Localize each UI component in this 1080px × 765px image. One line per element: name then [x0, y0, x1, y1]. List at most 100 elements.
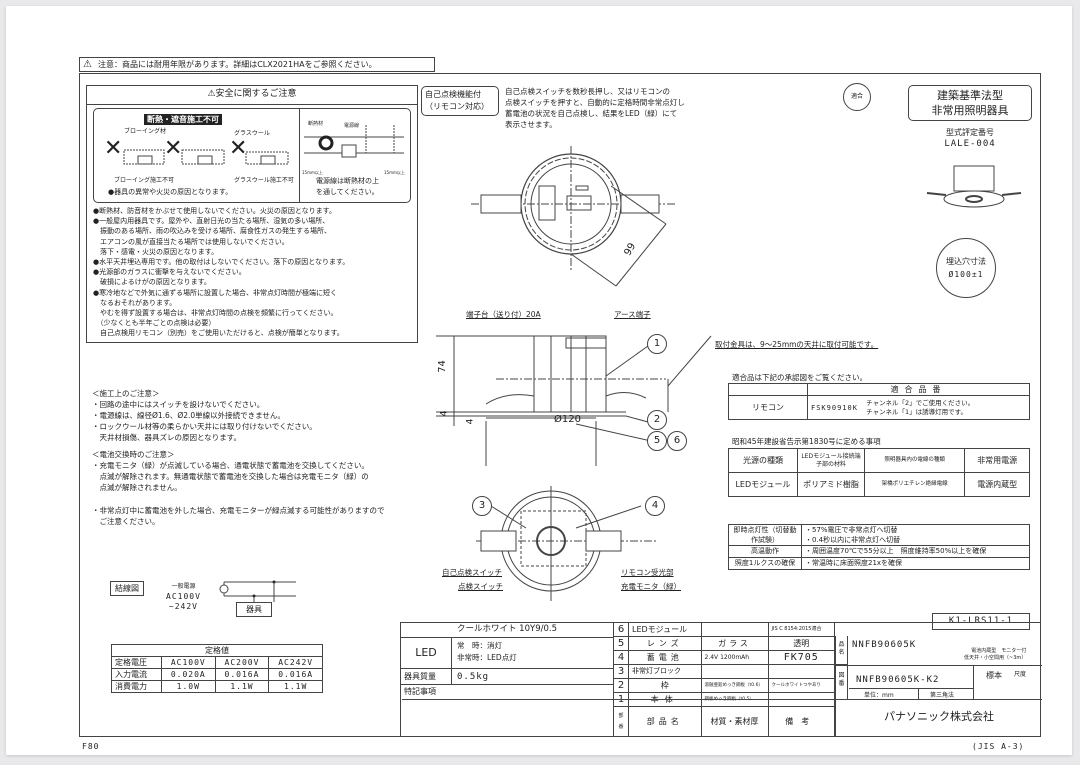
part-no: 6 [613, 622, 629, 637]
wiring-label: 結線図 [110, 581, 144, 596]
ratings-label: 入力電流 [111, 668, 162, 681]
safety-bullet: なるおそれがあります。 [93, 298, 177, 307]
battery-note: ご注意ください。 [92, 517, 160, 526]
regulation-header: LEDモジュール接続端子部の材料 [797, 448, 865, 473]
mount-note: 取付金具は、9～25mmの天井に取付可能です。 [715, 340, 879, 349]
callout-2: 2 [647, 410, 667, 430]
title-block: クールホワイト 10Y9/0.5 LED 常 時：消灯 非常時：LED点灯 器具… [400, 622, 1042, 737]
self-check-desc-line: 点検スイッチを押すと、自動的に定格時間非常点灯し [505, 98, 685, 107]
self-check-badge-line: 自己点検機能付 [425, 90, 481, 99]
part-material [700, 664, 769, 679]
dim-4: 4 [439, 410, 450, 417]
part-name: 非常灯ブロック [628, 664, 702, 679]
safety-bullet: やむを得ず設置する場合は、非常点灯時間の点検を頻繁に行ってください。 [93, 309, 338, 318]
cable-note-line: 電源線は断熱材の上 [316, 177, 379, 185]
led-behavior: 常 時：消灯 非常時：LED点灯 [457, 641, 517, 662]
ratings-value: AC242V [268, 656, 323, 669]
regulation-value: 電源内蔵型 [964, 472, 1030, 497]
dim-label: 15mm以上 [384, 170, 405, 175]
parts-header: 部品名 [628, 706, 702, 737]
blowing-caption: ブローイング施工不可 [114, 177, 175, 184]
compatible-header: 適合品番 [807, 383, 1030, 396]
wiring-fixture-box: 器具 [236, 602, 272, 617]
durability-notice: ⚠ 注意：商品には耐用年限があります。詳細はCLX2021HAをご参照ください。 [79, 57, 435, 72]
parts-header: 材質・素材厚 [700, 706, 769, 737]
construction-note: ・ロックウール材等の柔らかい天井には取り付けないでください。 [92, 422, 317, 431]
name-label: 品名 [836, 636, 848, 665]
part-material [700, 622, 769, 637]
safety-bullet: ●光源部のガラスに衝撃を与えないでください。 [93, 268, 246, 277]
cable-routing-illustration [304, 125, 404, 158]
part-material: ガラス [700, 636, 769, 651]
callout-5: 5 [647, 431, 667, 451]
self-check-desc-line: 蓄電池の状況を自己点検し、結果をLED（緑）にて [505, 109, 678, 118]
compatible-model: FSK90910K [811, 403, 858, 412]
ratings-value: 1.1W [214, 680, 270, 693]
regulation-value: ポリアミド樹脂 [797, 472, 865, 497]
weight-label: 器具質量 [404, 672, 436, 681]
self-check-description: 自己点検スイッチを数秒長押し、又はリモコンの 点検スイッチを押すと、自動的に定格… [505, 86, 685, 130]
battery-note: ・充電モニタ（緑）が点滅している場合、通電状態で蓄電池を交換してください。 [92, 461, 369, 470]
part-name: 枠 [628, 678, 702, 693]
side-view-drawing [436, 335, 712, 466]
drawing-frame [79, 73, 1041, 737]
ratings-value: 1.0W [160, 680, 216, 693]
parts-header: 備考 [767, 706, 836, 737]
product-number: NNFB90605K [852, 640, 917, 650]
construction-notes: ＜施工上のご注意＞ ・回路の途中にはスイッチを設けないでください。 ・電源線は、… [92, 388, 385, 527]
ratings-table: 定格値 定格電圧 AC100V AC200V AC242V 入力電流 0.020… [111, 644, 323, 693]
compatible-note: 適合品は下記の承認図をご覧ください。 [732, 373, 867, 382]
compatible-name: リモコン [728, 395, 808, 420]
safety-bullet: 落下・感電・火災の原因となります。 [93, 247, 219, 256]
drawing-sheet: ⚠ 注意：商品には耐用年限があります。詳細はCLX2021HAをご参照ください。… [6, 6, 1072, 755]
finish-color: クールホワイト 10Y9/0.5 [401, 623, 613, 638]
prohibited-x-icon: ✕ [229, 136, 248, 161]
footer-left: F80 [82, 742, 100, 751]
insulation-warning-box: 断熱・遮音施工不可 ブローイング材 グラスウール ✕ ✕ ✕ ブローイング施工不… [93, 108, 411, 203]
regulation-title: 昭和45年建設省告示第1830号に定める事項 [732, 437, 881, 446]
regulation-header: 照明器具内の電線の種類 [863, 448, 966, 473]
ratings-title: 定格値 [111, 644, 323, 657]
safety-bullet: 振動のある場所、雨の吹込みを受ける場所、腐食性ガスの発生する場所、 [93, 227, 331, 236]
part-note: JIS C 8154:2015適合 [767, 622, 836, 637]
compatible-remark: チャンネル「2」でご使用ください。 チャンネル「1」は誘導灯用です。 [866, 398, 975, 416]
certification-mark-icon: 適合 [843, 83, 871, 111]
ratings-label: 消費電力 [111, 680, 162, 693]
regulation-header: 非常用電源 [964, 448, 1030, 473]
terminal-label: 端子台（送り付）20A [466, 310, 541, 319]
prohibited-x-icon: ✕ [104, 136, 123, 161]
safety-title: ⚠安全に関するご注意 [87, 88, 417, 105]
cutout-dimension: 埋込穴寸法 Ø100±1 [936, 238, 996, 298]
safety-bullets: ●断熱材、防音材をかぶせて使用しないでください。火災の原因となります。 ●一般屋… [93, 206, 349, 339]
ratings-value: 0.020A [160, 668, 216, 681]
dim-74: 74 [436, 360, 448, 373]
drawing-number: NNFB90605K-K2 [856, 675, 940, 685]
battery-note: 点滅が解除されません。 [92, 483, 182, 492]
performance-label: 高温動作 [728, 545, 802, 558]
bottom-view-drawing [476, 486, 656, 601]
product-description: 電池内蔵型 モニター付 低天井・小空間用（~3m） [964, 648, 1027, 661]
performance-value: ・0.4秒以内に非常点灯へ切替 [805, 536, 901, 544]
self-check-badge: 自己点検機能付 （リモコン対応） [421, 86, 499, 116]
part-name: 蓄電池 [628, 650, 702, 665]
battery-note: ・非常点灯中に蓄電池を外した場合、充電モニターが緑点滅する可能性がありますので [92, 506, 385, 515]
weight-value: 0.5kg [457, 672, 490, 682]
glasswool-caption: グラスウール施工不可 [234, 177, 294, 184]
safety-bullet: ●一般屋内用器具です。屋外や、直射日光の当たる場所、湿気の多い場所、 [93, 217, 330, 226]
callout-4: 4 [645, 496, 665, 516]
performance-label: 照度1ルクスの確保 [728, 557, 802, 570]
insulation-label: 断熱材 [308, 121, 324, 127]
part-no: 3 [613, 664, 629, 679]
durability-notice-text: 注意：商品には耐用年限があります。詳細はCLX2021HAをご参照ください。 [98, 60, 377, 69]
ratings-label: 定格電圧 [111, 656, 162, 669]
wiring-diagram [219, 580, 296, 602]
regulation-value: LEDモジュール [728, 472, 798, 497]
safety-bullet: ●寒冷地などで外気に通ずる場所に設置した場合、非常点灯時間が極端に短く [93, 288, 337, 297]
ceiling-cross-section-illustration [123, 149, 289, 165]
safety-bullet: ●水平天井埋込専用です。他の取付はしないでください。落下の原因となります。 [93, 258, 350, 267]
performance-label: 即時点灯性（切替動作試験） [728, 524, 802, 546]
dim-120: Ø120 [554, 414, 581, 425]
performance-value: ・周囲温度70℃で55分以上 照度維持率50%以上を確保 [801, 545, 1030, 558]
self-check-desc-line: 表示させます。 [505, 120, 557, 129]
earth-label: アース端子 [614, 310, 651, 319]
